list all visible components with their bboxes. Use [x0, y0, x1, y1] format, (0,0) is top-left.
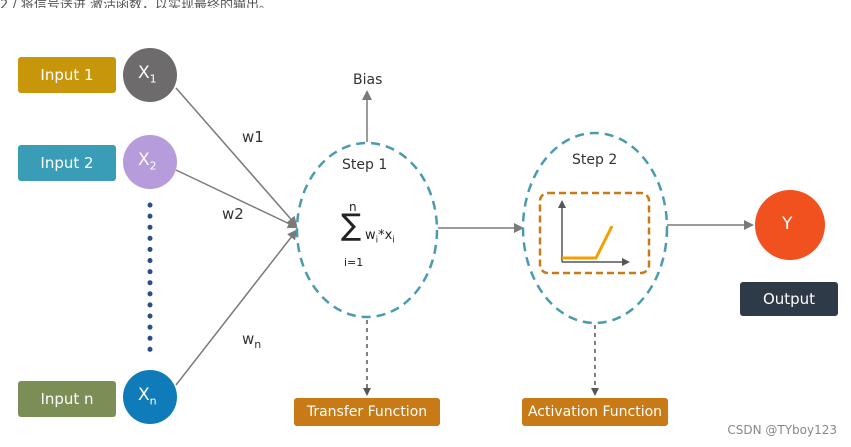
weight-label-2: w2: [222, 205, 244, 223]
activation-plot-box: [538, 191, 651, 275]
weight-arrow-2: [175, 169, 298, 229]
input-node-2-circle: [123, 135, 177, 189]
input-box-1-label: Input 1: [40, 66, 94, 84]
step1-circle: [295, 141, 439, 319]
output-box: Output: [740, 282, 838, 316]
input-box-n-label: Input n: [40, 390, 94, 408]
input-box-n: Input n: [18, 381, 116, 417]
output-node-label: Y: [782, 214, 793, 234]
input-node-n-circle: [123, 370, 177, 424]
step2-label: Step 2: [572, 152, 618, 168]
activation-function-label: Activation Function: [527, 404, 663, 420]
input-node-1-circle: [123, 48, 177, 102]
output-box-label: Output: [762, 290, 816, 308]
transfer-function-label: Transfer Function: [306, 404, 428, 420]
input-box-1: Input 1: [18, 57, 116, 93]
weight-label-n: wn: [242, 330, 262, 351]
sum-upper-limit: n: [349, 200, 357, 214]
transfer-function-box: Transfer Function: [294, 398, 440, 426]
sum-lower-limit: i=1: [344, 256, 364, 269]
sum-term: wi*xi: [365, 228, 395, 246]
step1-label: Step 1: [342, 157, 388, 173]
input-box-2-label: Input 2: [40, 154, 94, 172]
weight-arrow-1: [175, 87, 298, 227]
bias-label: Bias: [353, 72, 383, 88]
watermark-text: CSDN @TYboy123: [727, 423, 837, 437]
output-node-circle: [755, 190, 825, 260]
input-node-1-label: X1: [138, 63, 157, 86]
step2-circle: [521, 131, 669, 325]
weight-arrow-n: [175, 229, 298, 386]
activation-function-box: Activation Function: [522, 398, 668, 426]
activation-curve: [562, 225, 614, 260]
weight-label-1: w1: [242, 128, 264, 146]
header-text: 2 / 将信号送进 激活函数，以实现最终的输出。: [0, 0, 273, 8]
sum-symbol: ∑: [341, 208, 362, 243]
input-box-2: Input 2: [18, 145, 116, 181]
input-node-n-label: Xn: [138, 385, 157, 408]
input-node-2-label: X2: [138, 150, 157, 173]
